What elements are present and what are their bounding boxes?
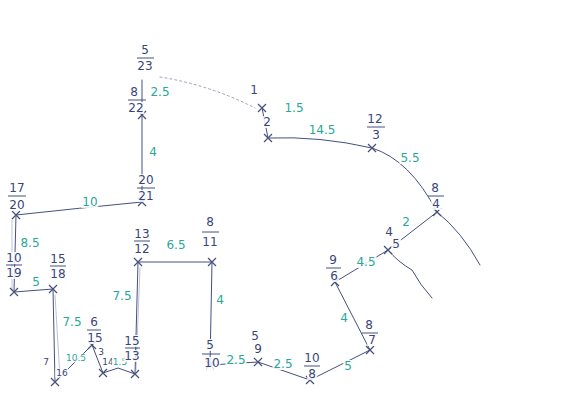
vertex-number: 8 <box>364 319 374 331</box>
vertex-number: 8 <box>205 216 215 228</box>
vertex-number: 6 <box>89 316 99 328</box>
vertex-number: 20 <box>137 174 154 186</box>
length-label: 2.5 <box>272 358 293 370</box>
vertex-number: 10 <box>303 352 320 364</box>
vertex-number: 21 <box>137 190 154 202</box>
vertex-number: 2 <box>262 116 272 128</box>
length-label: 4 <box>148 146 158 158</box>
vertex-number: 11 <box>201 236 218 248</box>
length-label: 4 <box>339 312 349 324</box>
vertex-number: 20 <box>8 199 25 211</box>
length-label: 1.5 <box>283 102 304 114</box>
polygon-outline <box>14 108 437 382</box>
vertex-number: 9 <box>253 343 263 355</box>
vertex-number: 19 <box>5 267 22 279</box>
length-label: 4 <box>215 294 225 306</box>
curve-stroke <box>437 212 480 265</box>
vertex-number: 5 <box>250 330 260 342</box>
vertex-number: 6 <box>329 270 339 282</box>
vertex-number: 8 <box>430 182 440 194</box>
vertex-number: 23 <box>136 60 153 72</box>
length-label: 10 <box>81 196 98 208</box>
vertex-number: 15 <box>123 335 140 347</box>
vertex-number: 4 <box>384 226 394 238</box>
length-label: 10.5 <box>65 354 87 363</box>
vertex-number: 8 <box>307 368 317 380</box>
vertex-number: 10 <box>203 357 220 369</box>
length-label: 4.5 <box>355 256 376 268</box>
vertex-number: 18 <box>49 268 66 280</box>
vertex-number: 15 <box>86 332 103 344</box>
length-label: 6.5 <box>165 239 186 251</box>
fraction-bars <box>6 58 444 366</box>
vertex-number: 8 <box>129 86 139 98</box>
vertex-number: 17 <box>8 182 25 194</box>
vertex-number: 22 <box>127 102 144 114</box>
vertex-number: 5 <box>391 238 401 250</box>
length-label: 2 <box>401 216 411 228</box>
length-label: 5 <box>343 360 353 372</box>
vertex-number: 13 <box>133 228 150 240</box>
vertex-number: 15 <box>49 253 66 265</box>
vertex-number: 3 <box>97 348 105 357</box>
vertex-crosses <box>10 104 441 386</box>
vertex-number: 5 <box>140 44 150 56</box>
vertex-number: 7 <box>367 334 377 346</box>
vertex-number: 1 <box>249 84 259 96</box>
length-label: 2.5 <box>225 354 246 366</box>
length-label: 5 <box>31 276 41 288</box>
vertex-number: 9 <box>328 254 338 266</box>
length-label: 8.5 <box>19 237 40 249</box>
vertex-number: 12 <box>366 113 383 125</box>
side-stroke <box>12 220 140 378</box>
vertex-number: 16 <box>55 369 68 378</box>
curve-stroke <box>388 250 432 298</box>
vertex-number: 5 <box>205 339 215 351</box>
vertex-number: 4 <box>431 198 441 210</box>
vertex-number: 10 <box>5 252 22 264</box>
vertex-number: 3 <box>371 129 381 141</box>
length-label: 5.5 <box>399 152 420 164</box>
length-label: 2.5 <box>149 86 170 98</box>
faint-line <box>160 77 255 108</box>
length-label: 14.5 <box>308 124 337 136</box>
length-label: 7.5 <box>61 316 82 328</box>
vertex-number: 12 <box>133 243 150 255</box>
length-label: 7.5 <box>111 290 132 302</box>
vertex-number: 7 <box>42 358 50 367</box>
vertex-number: 13 <box>123 350 140 362</box>
